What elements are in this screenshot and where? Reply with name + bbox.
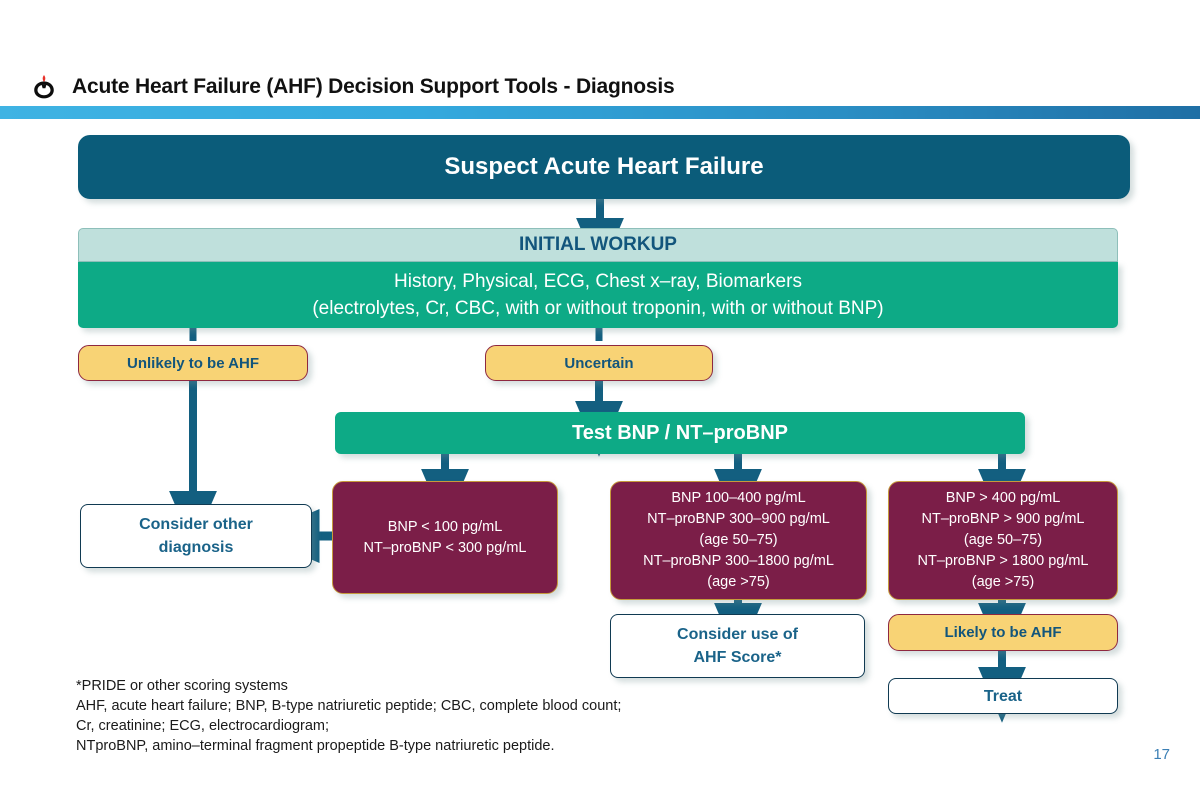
- test-bnp-label: Test BNP / NT–proBNP: [572, 421, 788, 444]
- bnp-mid-line-1: BNP 100–400 pg/mL: [671, 490, 806, 506]
- header-gradient-rule: [0, 106, 1200, 119]
- suspect-label: Suspect Acute Heart Failure: [444, 153, 764, 180]
- node-likely-to-be-ahf[interactable]: Likely to be AHF: [888, 614, 1118, 651]
- treat-label: Treat: [983, 687, 1023, 705]
- workup-line-2: (electrolytes, Cr, CBC, with or without …: [312, 298, 884, 319]
- node-unlikely-to-be-ahf[interactable]: Unlikely to be AHF: [78, 345, 308, 381]
- node-bnp-high-range[interactable]: BNP > 400 pg/mL NT–proBNP > 900 pg/mL (a…: [888, 481, 1118, 600]
- uncertain-label: Uncertain: [564, 354, 634, 372]
- bnp-mid-line-4: NT–proBNP 300–1800 pg/mL: [643, 553, 834, 569]
- node-test-bnp-ntprobnp[interactable]: Test BNP / NT–proBNP: [335, 412, 1025, 454]
- node-consider-ahf-score[interactable]: Consider use of AHF Score*: [610, 614, 865, 678]
- initial-workup-label: INITIAL WORKUP: [519, 234, 677, 255]
- heart-flame-logo-icon: [31, 74, 57, 100]
- node-consider-other-diagnosis[interactable]: Consider other diagnosis: [80, 504, 312, 568]
- node-initial-workup-header[interactable]: INITIAL WORKUP: [78, 228, 1118, 262]
- unlikely-label: Unlikely to be AHF: [127, 354, 259, 372]
- footnote-line-1: *PRIDE or other scoring systems: [76, 678, 288, 694]
- page-title: Acute Heart Failure (AHF) Decision Suppo…: [72, 75, 675, 98]
- node-uncertain[interactable]: Uncertain: [485, 345, 713, 381]
- bnp-low-line-1: BNP < 100 pg/mL: [387, 518, 503, 535]
- bnp-mid-line-5: (age >75): [707, 574, 770, 590]
- node-bnp-low-range[interactable]: BNP < 100 pg/mL NT–proBNP < 300 pg/mL: [332, 481, 558, 594]
- page-number: 17: [1153, 746, 1170, 763]
- bnp-high-line-4: NT–proBNP > 1800 pg/mL: [917, 553, 1089, 569]
- bnp-high-line-3: (age 50–75): [963, 532, 1043, 548]
- ahf-score-line-1: Consider use of: [677, 626, 798, 643]
- bnp-mid-line-3: (age 50–75): [699, 532, 778, 548]
- ahf-score-line-2: AHF Score*: [693, 649, 782, 666]
- bnp-mid-line-2: NT–proBNP 300–900 pg/mL: [647, 511, 830, 527]
- footnotes: *PRIDE or other scoring systems AHF, acu…: [76, 676, 621, 756]
- likely-label: Likely to be AHF: [944, 624, 1062, 641]
- consider-other-line-1: Consider other: [139, 516, 253, 533]
- bnp-low-line-2: NT–proBNP < 300 pg/mL: [363, 539, 527, 556]
- footnote-line-3: Cr, creatinine; ECG, electrocardiogram;: [76, 718, 330, 734]
- workup-line-1: History, Physical, ECG, Chest x–ray, Bio…: [394, 271, 802, 292]
- node-suspect-acute-heart-failure[interactable]: Suspect Acute Heart Failure: [78, 135, 1130, 199]
- node-treat[interactable]: Treat: [888, 678, 1118, 714]
- node-bnp-intermediate-range[interactable]: BNP 100–400 pg/mL NT–proBNP 300–900 pg/m…: [610, 481, 867, 600]
- bnp-high-line-2: NT–proBNP > 900 pg/mL: [921, 511, 1085, 527]
- footnote-line-2: AHF, acute heart failure; BNP, B-type na…: [76, 698, 622, 714]
- node-initial-workup-body[interactable]: History, Physical, ECG, Chest x–ray, Bio…: [78, 262, 1118, 328]
- bnp-high-line-5: (age >75): [971, 574, 1035, 590]
- bnp-high-line-1: BNP > 400 pg/mL: [945, 490, 1061, 506]
- footnote-line-4: NTproBNP, amino–terminal fragment propep…: [76, 738, 555, 754]
- slide-header: Acute Heart Failure (AHF) Decision Suppo…: [0, 0, 1200, 122]
- consider-other-line-2: diagnosis: [158, 539, 234, 556]
